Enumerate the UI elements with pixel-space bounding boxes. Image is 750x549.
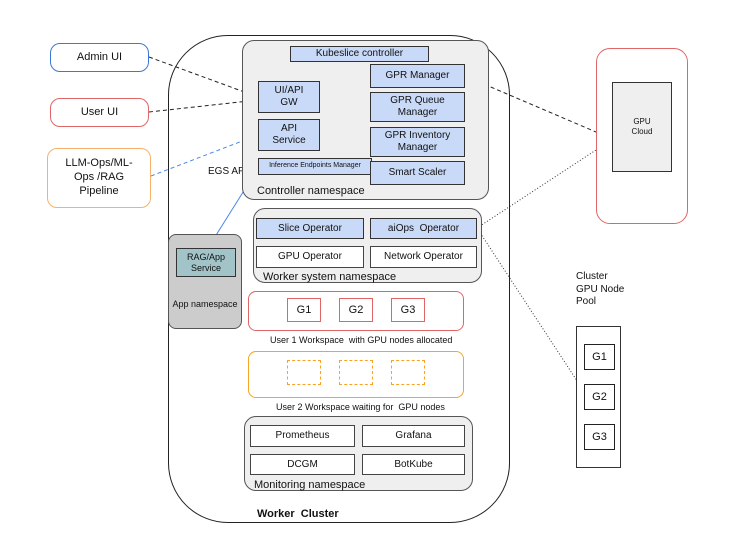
user2-placeholder-1 [287,360,321,385]
slice-operator-label: Slice Operator [278,222,342,234]
worker-system-namespace-label: Worker system namespace [263,271,397,283]
network-operator-label: Network Operator [384,251,463,262]
pipeline-box[interactable]: LLM-Ops/ML-Ops /RAG Pipeline [47,148,151,208]
botkube[interactable]: BotKube [362,454,465,475]
pool-node-g1[interactable]: G1 [584,344,615,370]
gpr-inventory-manager[interactable]: GPR Inventory Manager [370,127,465,157]
gpr-queue-manager[interactable]: GPR Queue Manager [370,92,465,122]
user-ui-box[interactable]: User UI [50,98,149,127]
grafana[interactable]: Grafana [362,425,465,447]
inference-endpoints-manager-label: Inference Endpoints Manager [269,162,361,170]
network-operator[interactable]: Network Operator [370,246,477,268]
gpu-operator-label: GPU Operator [278,251,342,262]
aiops-operator[interactable]: aiOps Operator [370,218,477,239]
rag-app-service-label: RAG/App Service [186,251,226,273]
slice-operator[interactable]: Slice Operator [256,218,364,239]
pipeline-label: LLM-Ops/ML-Ops /RAG Pipeline [65,157,133,197]
smart-scaler[interactable]: Smart Scaler [370,161,465,185]
user1-workspace [248,291,464,331]
user2-workspace-label: User 2 Workspace waiting for GPU nodes [276,402,445,412]
api-service[interactable]: API Service [258,119,320,151]
botkube-label: BotKube [394,458,433,470]
api-service-label: API Service [272,123,306,146]
user2-placeholder-2 [339,360,373,385]
ui-api-gw[interactable]: UI/API GW [258,81,320,113]
kubeslice-controller-label: Kubeslice controller [315,48,404,59]
user1-node-g1[interactable]: G1 [287,298,321,322]
egs-api-label: EGS API [208,166,248,177]
controller-namespace-label: Controller namespace [257,185,365,197]
app-namespace-label: App namespace [172,298,238,309]
dcgm-label: DCGM [287,458,318,470]
gpr-queue-manager-label: GPR Queue Manager [390,95,445,118]
grafana-label: Grafana [395,430,432,441]
gpr-inventory-manager-label: GPR Inventory Manager [384,130,451,153]
smart-scaler-label: Smart Scaler [388,167,447,178]
gpu-node-pool-label: Cluster GPU Node Pool [576,271,625,307]
pool-node-g2[interactable]: G2 [584,384,615,410]
user1-node-g3[interactable]: G3 [391,298,425,322]
user1-workspace-label: User 1 Workspace with GPU nodes allocate… [270,335,453,345]
gpu-cloud-label: GPU Cloud [631,117,653,136]
ui-api-gw-label: UI/API GW [274,85,304,108]
inference-endpoints-manager[interactable]: Inference Endpoints Manager [258,158,372,175]
gpu-cloud-box[interactable]: GPU Cloud [612,82,672,172]
user2-placeholder-3 [391,360,425,385]
kubeslice-controller[interactable]: Kubeslice controller [290,46,429,62]
admin-ui-box[interactable]: Admin UI [50,43,149,72]
admin-ui-label: Admin UI [76,50,123,63]
gpr-manager-label: GPR Manager [385,70,450,81]
prometheus[interactable]: Prometheus [250,425,355,447]
rag-app-service[interactable]: RAG/App Service [176,248,236,277]
pool-node-g3[interactable]: G3 [584,424,615,450]
monitoring-namespace-label: Monitoring namespace [254,479,366,491]
user1-node-g2[interactable]: G2 [339,298,373,322]
aiops-operator-label: aiOps Operator [387,222,460,234]
dcgm[interactable]: DCGM [250,454,355,475]
user-ui-label: User UI [80,105,119,118]
gpu-operator[interactable]: GPU Operator [256,246,364,268]
worker-cluster-label: Worker Cluster [257,508,339,520]
prometheus-label: Prometheus [275,430,330,441]
gpr-manager[interactable]: GPR Manager [370,64,465,88]
